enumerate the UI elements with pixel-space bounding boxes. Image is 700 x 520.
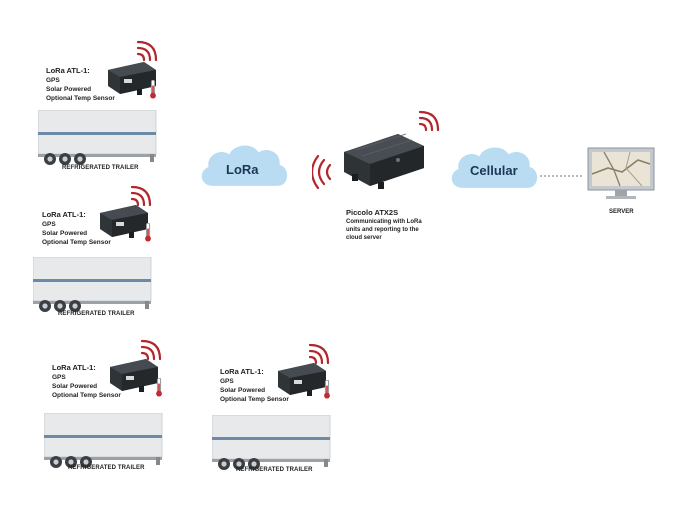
refrigerated-trailer-icon (44, 413, 163, 469)
thermometer-icon (155, 378, 163, 397)
unit-1-feature-temp: Optional Temp Sensor (46, 95, 115, 102)
unit-3-trailer-caption: REFRIGERATED TRAILER (68, 465, 145, 471)
unit-3-label: LoRa ATL-1: GPS Solar Powered Optional T… (52, 363, 121, 400)
gateway-title: Piccolo ATX2S (346, 208, 399, 217)
server-monitor-icon (587, 147, 655, 199)
unit-2-feature-solar: Solar Powered (42, 230, 88, 237)
unit-3-feature-gps: GPS (52, 374, 66, 381)
tracker-unit-4: LoRa ATL-1: GPS Solar Powered Optional T… (180, 335, 360, 485)
thermometer-icon (144, 223, 152, 242)
unit-1-feature-solar: Solar Powered (46, 86, 92, 93)
wireless-signal-icon (130, 185, 152, 207)
unit-2-trailer-caption: REFRIGERATED TRAILER (58, 311, 135, 317)
server-label: SERVER (609, 209, 634, 215)
gateway-description-line-3: cloud server (346, 235, 382, 241)
gateway-label: Piccolo ATX2S Communicating with LoRa un… (346, 208, 422, 242)
unit-2-title: LoRa ATL-1: (42, 210, 86, 219)
gateway-description-line-1: Communicating with LoRa (346, 219, 422, 225)
wireless-signal-icon (140, 339, 162, 361)
unit-3-feature-solar: Solar Powered (52, 383, 98, 390)
tracker-device-icon (278, 363, 326, 396)
unit-3-title: LoRa ATL-1: (52, 363, 96, 372)
unit-2-feature-gps: GPS (42, 221, 56, 228)
unit-2-feature-temp: Optional Temp Sensor (42, 239, 111, 246)
refrigerated-trailer-icon (33, 257, 152, 313)
tracker-unit-1: LoRa ATL-1: GPS Solar Powered Optional T… (0, 0, 200, 180)
refrigerated-trailer-icon (212, 415, 331, 471)
tracker-device-icon (110, 359, 158, 392)
unit-4-title: LoRa ATL-1: (220, 367, 264, 376)
unit-4-trailer-caption: REFRIGERATED TRAILER (236, 467, 313, 473)
lora-cloud-label: LoRa (226, 162, 259, 177)
gateway-outgoing-signal-icon (418, 110, 440, 132)
unit-2-label: LoRa ATL-1: GPS Solar Powered Optional T… (42, 210, 111, 247)
unit-1-feature-gps: GPS (46, 77, 60, 84)
connection-dotted-line (540, 175, 584, 177)
thermometer-icon (149, 80, 157, 99)
unit-3-feature-temp: Optional Temp Sensor (52, 392, 121, 399)
unit-4-feature-temp: Optional Temp Sensor (220, 396, 289, 403)
wireless-signal-icon (308, 343, 330, 365)
tracker-unit-2: LoRa ATL-1: GPS Solar Powered Optional T… (0, 180, 200, 330)
unit-1-title: LoRa ATL-1: (46, 66, 90, 75)
gateway-description-line-2: units and reporting to the (346, 227, 419, 233)
tracker-unit-3: LoRa ATL-1: GPS Solar Powered Optional T… (0, 335, 200, 485)
cellular-cloud-label: Cellular (470, 163, 518, 178)
gateway-incoming-signal-icon (312, 155, 332, 189)
thermometer-icon (323, 380, 331, 399)
unit-4-feature-solar: Solar Powered (220, 387, 266, 394)
unit-1-trailer-caption: REFRIGERATED TRAILER (62, 165, 139, 171)
unit-4-feature-gps: GPS (220, 378, 234, 385)
piccolo-gateway-device-icon (344, 133, 424, 189)
unit-4-label: LoRa ATL-1: GPS Solar Powered Optional T… (220, 367, 289, 404)
unit-1-label: LoRa ATL-1: GPS Solar Powered Optional T… (46, 66, 115, 103)
wireless-signal-icon (136, 40, 158, 62)
refrigerated-trailer-icon (38, 110, 157, 166)
